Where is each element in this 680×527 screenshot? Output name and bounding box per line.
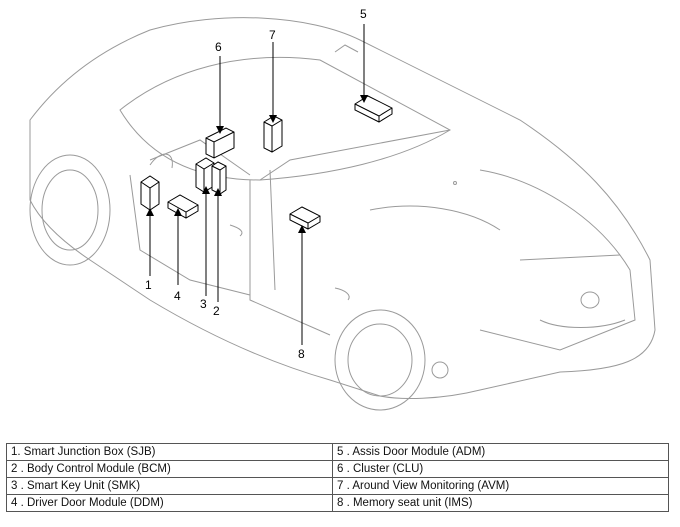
- legend-cell: 1. Smart Junction Box (SJB): [6, 443, 333, 461]
- callout-2: 2: [213, 304, 220, 318]
- callout-8: 8: [298, 347, 305, 361]
- table-row: 3 . Smart Key Unit (SMK) 7 . Around View…: [6, 477, 669, 495]
- callout-5: 5: [360, 7, 367, 21]
- table-row: 4 . Driver Door Module (DDM) 8 . Memory …: [6, 494, 669, 512]
- module-smk: [195, 157, 215, 193]
- leader-lines: [146, 24, 368, 345]
- module-sjb: [140, 175, 160, 211]
- callout-3: 3: [200, 297, 207, 311]
- car-outline: [29, 17, 656, 411]
- legend-cell: 8 . Memory seat unit (IMS): [332, 494, 669, 512]
- legend-cell: 2 . Body Control Module (BCM): [6, 460, 333, 478]
- table-row: 1. Smart Junction Box (SJB) 5 . Assis Do…: [6, 443, 669, 461]
- vehicle-module-location-diagram: 1 4 3 2 5 6 7 8: [29, 7, 656, 411]
- legend-cell: 7 . Around View Monitoring (AVM): [332, 477, 669, 495]
- module-avm: [263, 115, 283, 153]
- module-clu: [205, 127, 235, 159]
- module-bcm: [211, 161, 227, 195]
- legend-cell: 5 . Assis Door Module (ADM): [332, 443, 669, 461]
- module-legend-table: 1. Smart Junction Box (SJB) 5 . Assis Do…: [6, 443, 669, 512]
- legend-cell: 6 . Cluster (CLU): [332, 460, 669, 478]
- module-adm: [354, 95, 393, 123]
- table-row: 2 . Body Control Module (BCM) 6 . Cluste…: [6, 460, 669, 478]
- callout-1: 1: [145, 278, 152, 292]
- legend-cell: 3 . Smart Key Unit (SMK): [6, 477, 333, 495]
- callout-4: 4: [174, 289, 181, 303]
- module-ddm: [167, 194, 199, 219]
- module-ims: [289, 206, 321, 230]
- callout-7: 7: [269, 28, 276, 42]
- callout-6: 6: [215, 40, 222, 54]
- legend-cell: 4 . Driver Door Module (DDM): [6, 494, 333, 512]
